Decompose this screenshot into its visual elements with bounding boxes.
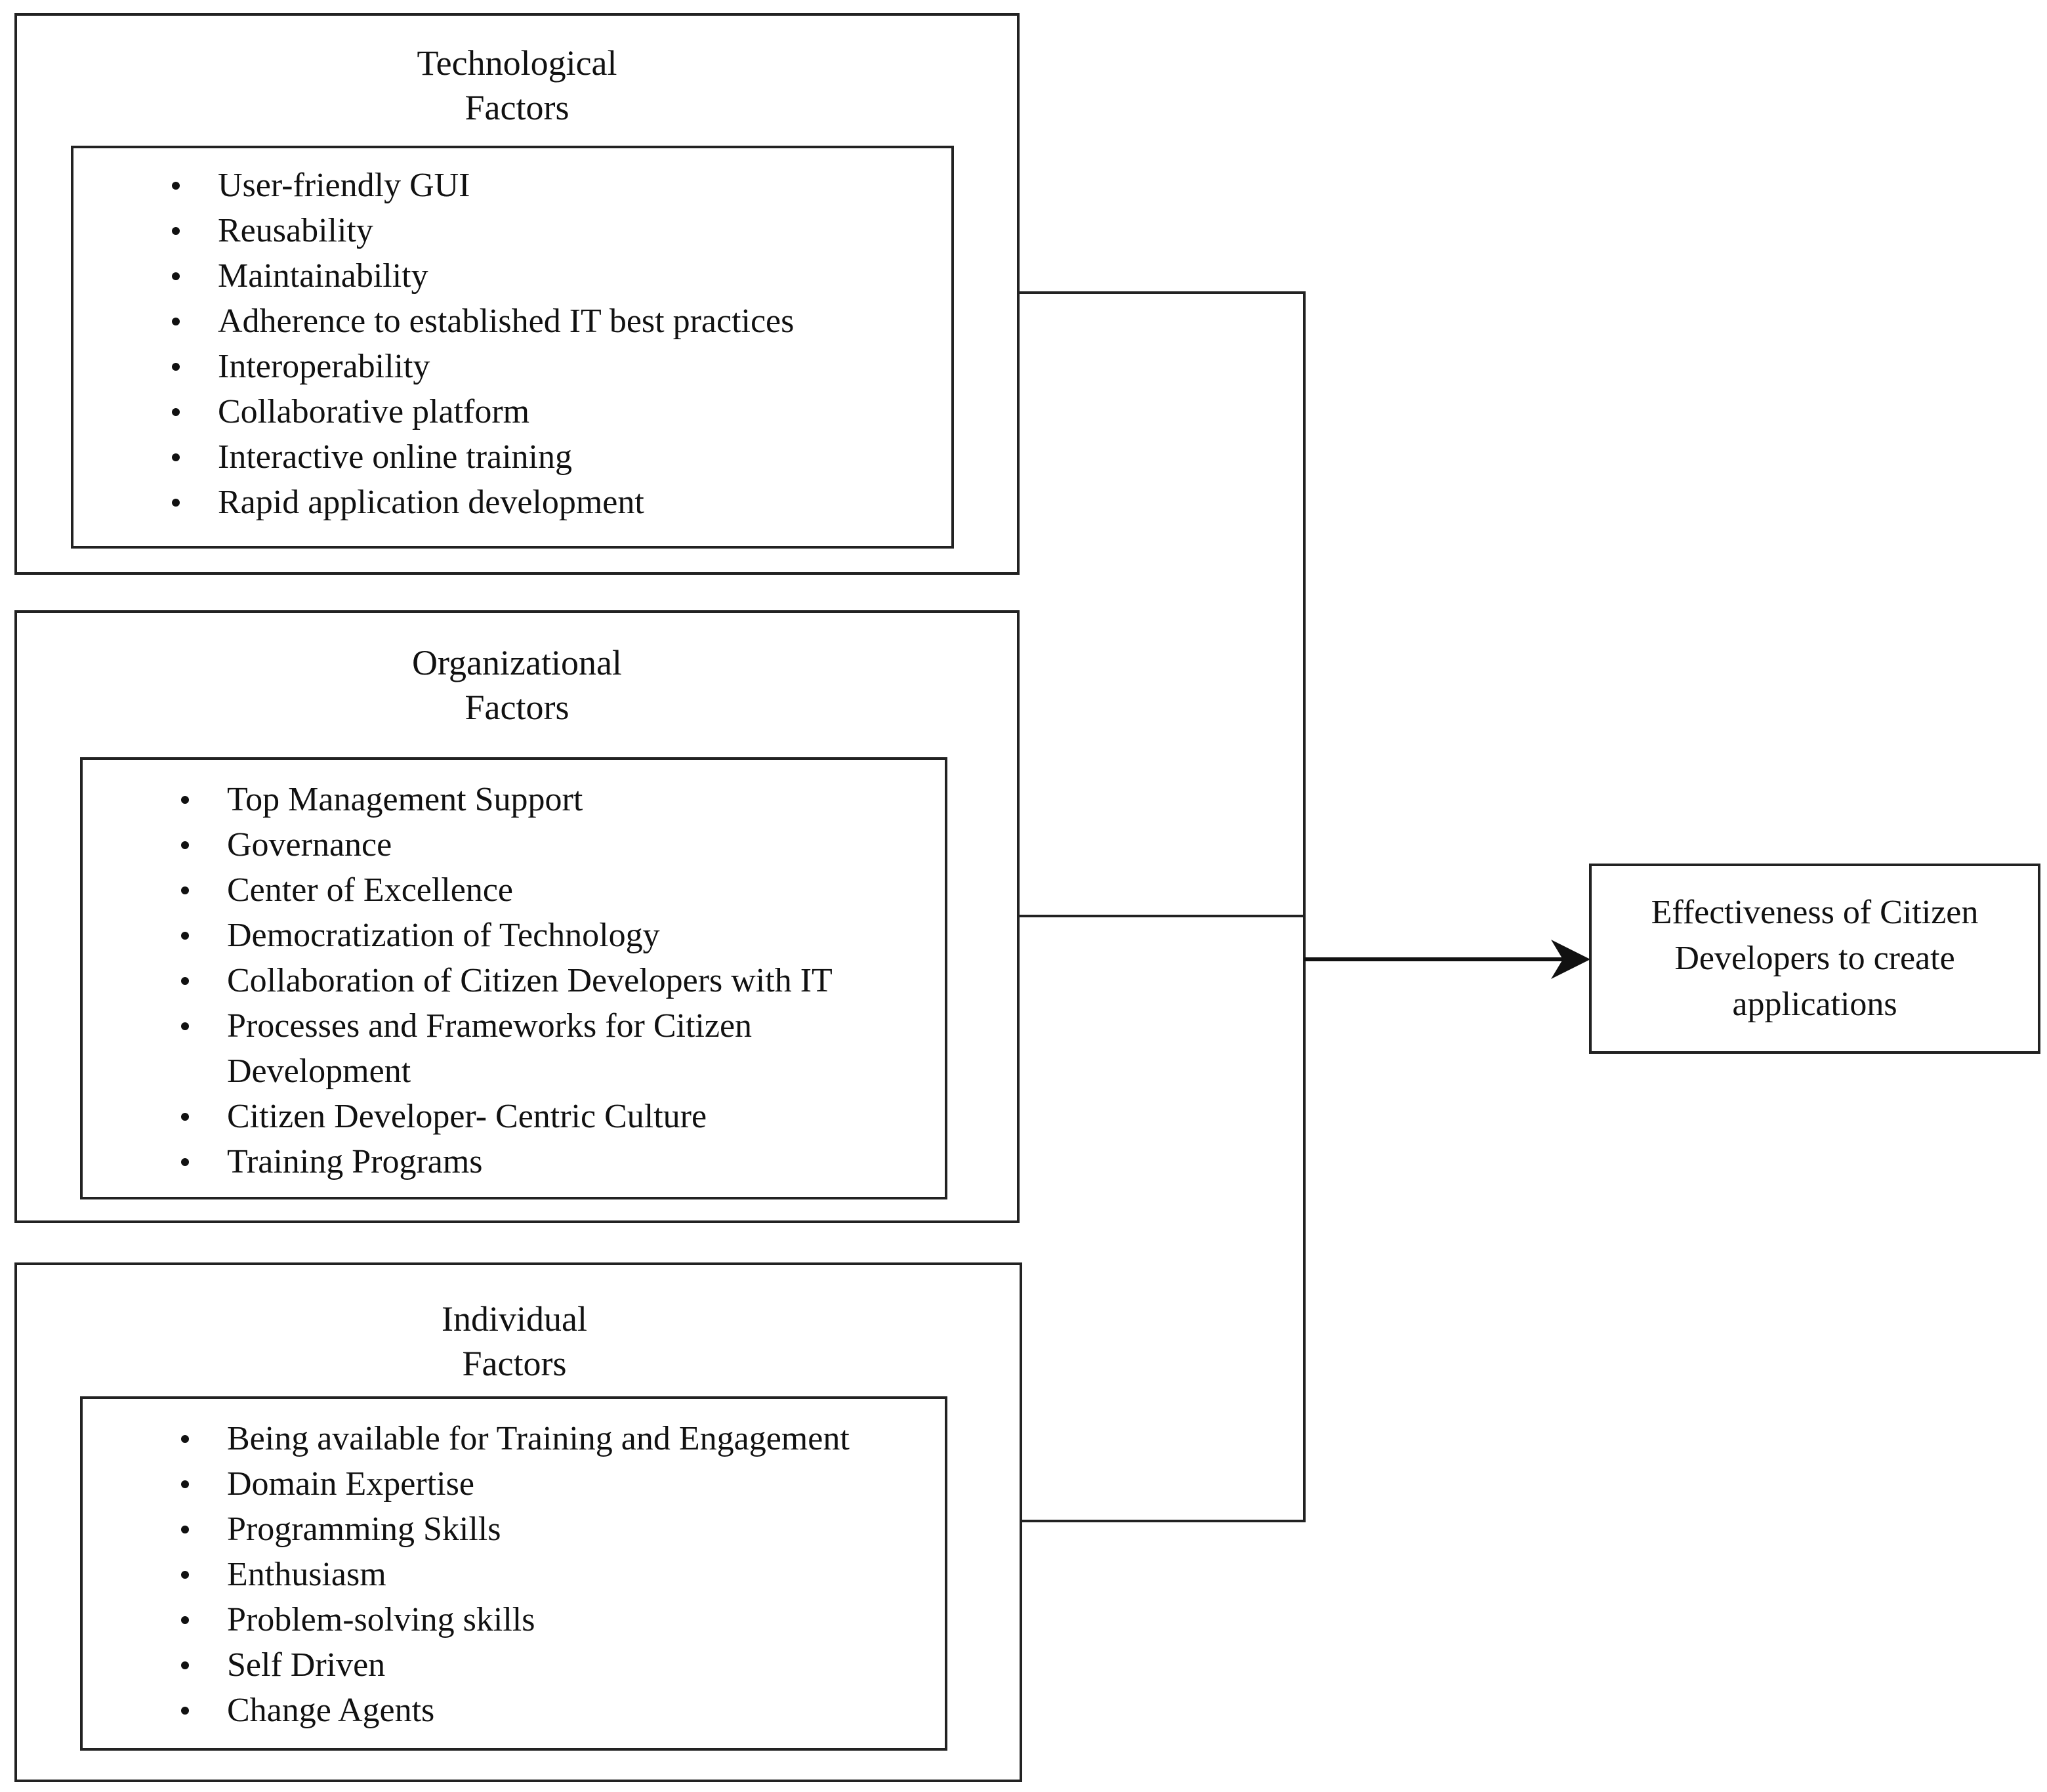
list-item: Adherence to established IT best practic… bbox=[159, 299, 794, 344]
list-item: Governance bbox=[168, 822, 833, 867]
technological-factors-box: Technological Factors User-friendly GUI … bbox=[14, 13, 1020, 575]
list-item: Maintainability bbox=[159, 253, 794, 299]
list-item: Democratization of Technology bbox=[168, 913, 833, 958]
list-item: Training Programs bbox=[168, 1139, 833, 1184]
list-item: Being available for Training and Engagem… bbox=[168, 1416, 850, 1461]
technological-title-line1: Technological bbox=[417, 43, 617, 83]
individual-title-line2: Factors bbox=[462, 1344, 567, 1383]
organizational-factors-list-box: Top Management Support Governance Center… bbox=[80, 757, 947, 1199]
organizational-title-line1: Organizational bbox=[412, 643, 622, 682]
list-item: Rapid application development bbox=[159, 480, 794, 525]
list-item: Top Management Support bbox=[168, 777, 833, 822]
list-item-text: Processes and Frameworks for Citizen Dev… bbox=[227, 1007, 753, 1090]
technological-title-line2: Factors bbox=[465, 88, 569, 127]
organizational-title-line2: Factors bbox=[465, 688, 569, 727]
list-item: Citizen Developer- Centric Culture bbox=[168, 1094, 833, 1139]
individual-factors-list: Being available for Training and Engagem… bbox=[168, 1416, 850, 1733]
list-item: Interoperability bbox=[159, 344, 794, 389]
organizational-factors-title: Organizational Factors bbox=[17, 640, 1017, 730]
list-item: Enthusiasm bbox=[168, 1552, 850, 1597]
list-item: User-friendly GUI bbox=[159, 163, 794, 208]
outcome-box: Effectiveness of Citizen Developers to c… bbox=[1589, 864, 2040, 1054]
individual-factors-list-box: Being available for Training and Engagem… bbox=[80, 1396, 947, 1751]
list-item: Collaborative platform bbox=[159, 389, 794, 434]
list-item: Change Agents bbox=[168, 1688, 850, 1733]
individual-connector bbox=[1022, 959, 1306, 1522]
list-item: Domain Expertise bbox=[168, 1461, 850, 1507]
technological-connector bbox=[1020, 291, 1306, 959]
list-item: Center of Excellence bbox=[168, 867, 833, 913]
individual-factors-title: Individual Factors bbox=[17, 1297, 1012, 1386]
individual-factors-box: Individual Factors Being available for T… bbox=[14, 1262, 1022, 1782]
technological-factors-title: Technological Factors bbox=[17, 41, 1017, 130]
outcome-label: Effectiveness of Citizen Developers to c… bbox=[1651, 894, 1979, 1023]
list-item: Reusability bbox=[159, 208, 794, 253]
technological-factors-list-box: User-friendly GUI Reusability Maintainab… bbox=[71, 146, 954, 549]
organizational-factors-box: Organizational Factors Top Management Su… bbox=[14, 610, 1020, 1223]
technological-factors-list: User-friendly GUI Reusability Maintainab… bbox=[159, 163, 794, 525]
individual-title-line1: Individual bbox=[442, 1299, 587, 1339]
list-item: Processes and Frameworks for Citizen Dev… bbox=[168, 1003, 817, 1094]
organizational-factors-list: Top Management Support Governance Center… bbox=[168, 777, 833, 1184]
list-item: Problem-solving skills bbox=[168, 1597, 850, 1642]
list-item: Programming Skills bbox=[168, 1507, 850, 1552]
list-item: Self Driven bbox=[168, 1642, 850, 1688]
list-item: Interactive online training bbox=[159, 434, 794, 480]
list-item: Collaboration of Citizen Developers with… bbox=[168, 958, 833, 1003]
